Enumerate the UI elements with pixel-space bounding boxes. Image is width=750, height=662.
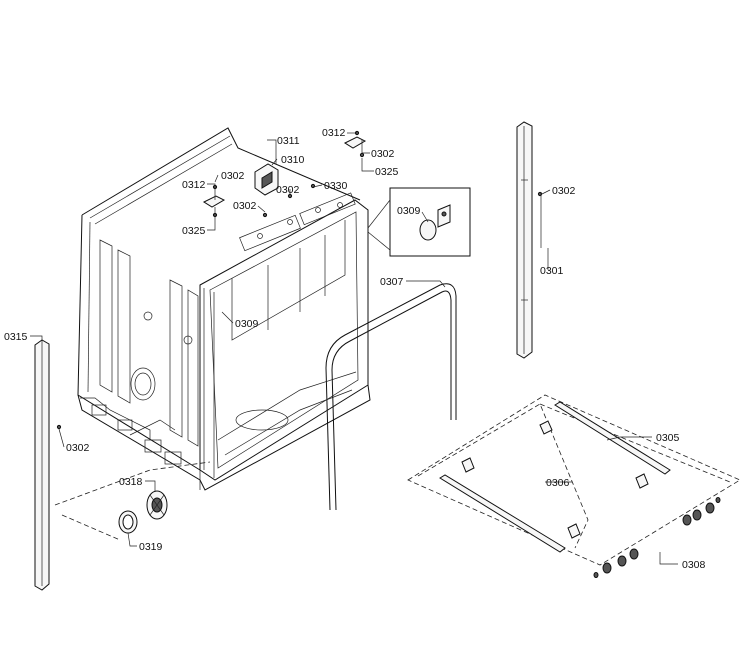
label-0302: 0302 [221, 170, 245, 182]
assembly-guide-line [54, 461, 211, 506]
hinge-bracket [254, 163, 279, 196]
label-0308: 0308 [682, 559, 706, 571]
door-gasket [325, 283, 457, 511]
label-0307: 0307 [380, 276, 404, 288]
filter-wheel [146, 490, 168, 520]
label-0312-left: 0312 [182, 179, 206, 191]
mounting-plate-left [202, 195, 226, 208]
label-0305: 0305 [656, 432, 680, 444]
label-0311: 0311 [277, 135, 300, 147]
label-0310: 0310 [281, 154, 305, 166]
label-0309-detail: 0309 [397, 205, 421, 217]
right-side-trim [516, 121, 533, 359]
mounting-plate-right [343, 136, 367, 149]
label-0330: 0330 [324, 180, 348, 192]
label-0309: 0309 [235, 318, 259, 330]
roller-icon [593, 497, 721, 578]
label-0312-right: 0312 [322, 127, 346, 139]
part-labels: 0311 0310 0312 0302 0302 0325 0312 0302 … [4, 127, 706, 571]
dishwasher-tub [77, 127, 371, 491]
label-0302: 0302 [276, 184, 300, 196]
seal-ring [118, 510, 138, 534]
label-0325-left: 0325 [182, 225, 206, 237]
label-0302: 0302 [233, 200, 257, 212]
leader-lines [30, 132, 678, 565]
detail-box-0309 [367, 187, 471, 257]
assembly-guide-line [61, 514, 121, 541]
rail-kit-group [407, 394, 741, 578]
left-side-trim [34, 339, 50, 591]
label-0318: 0318 [119, 476, 143, 488]
label-0301: 0301 [540, 265, 564, 277]
label-0306: 0306 [546, 477, 570, 489]
label-0302: 0302 [66, 442, 90, 454]
label-0315: 0315 [4, 331, 28, 343]
label-0302: 0302 [552, 185, 576, 197]
label-0319: 0319 [139, 541, 163, 553]
label-0302: 0302 [371, 148, 395, 160]
label-0325-right: 0325 [375, 166, 399, 178]
screw-icon [56, 130, 543, 430]
